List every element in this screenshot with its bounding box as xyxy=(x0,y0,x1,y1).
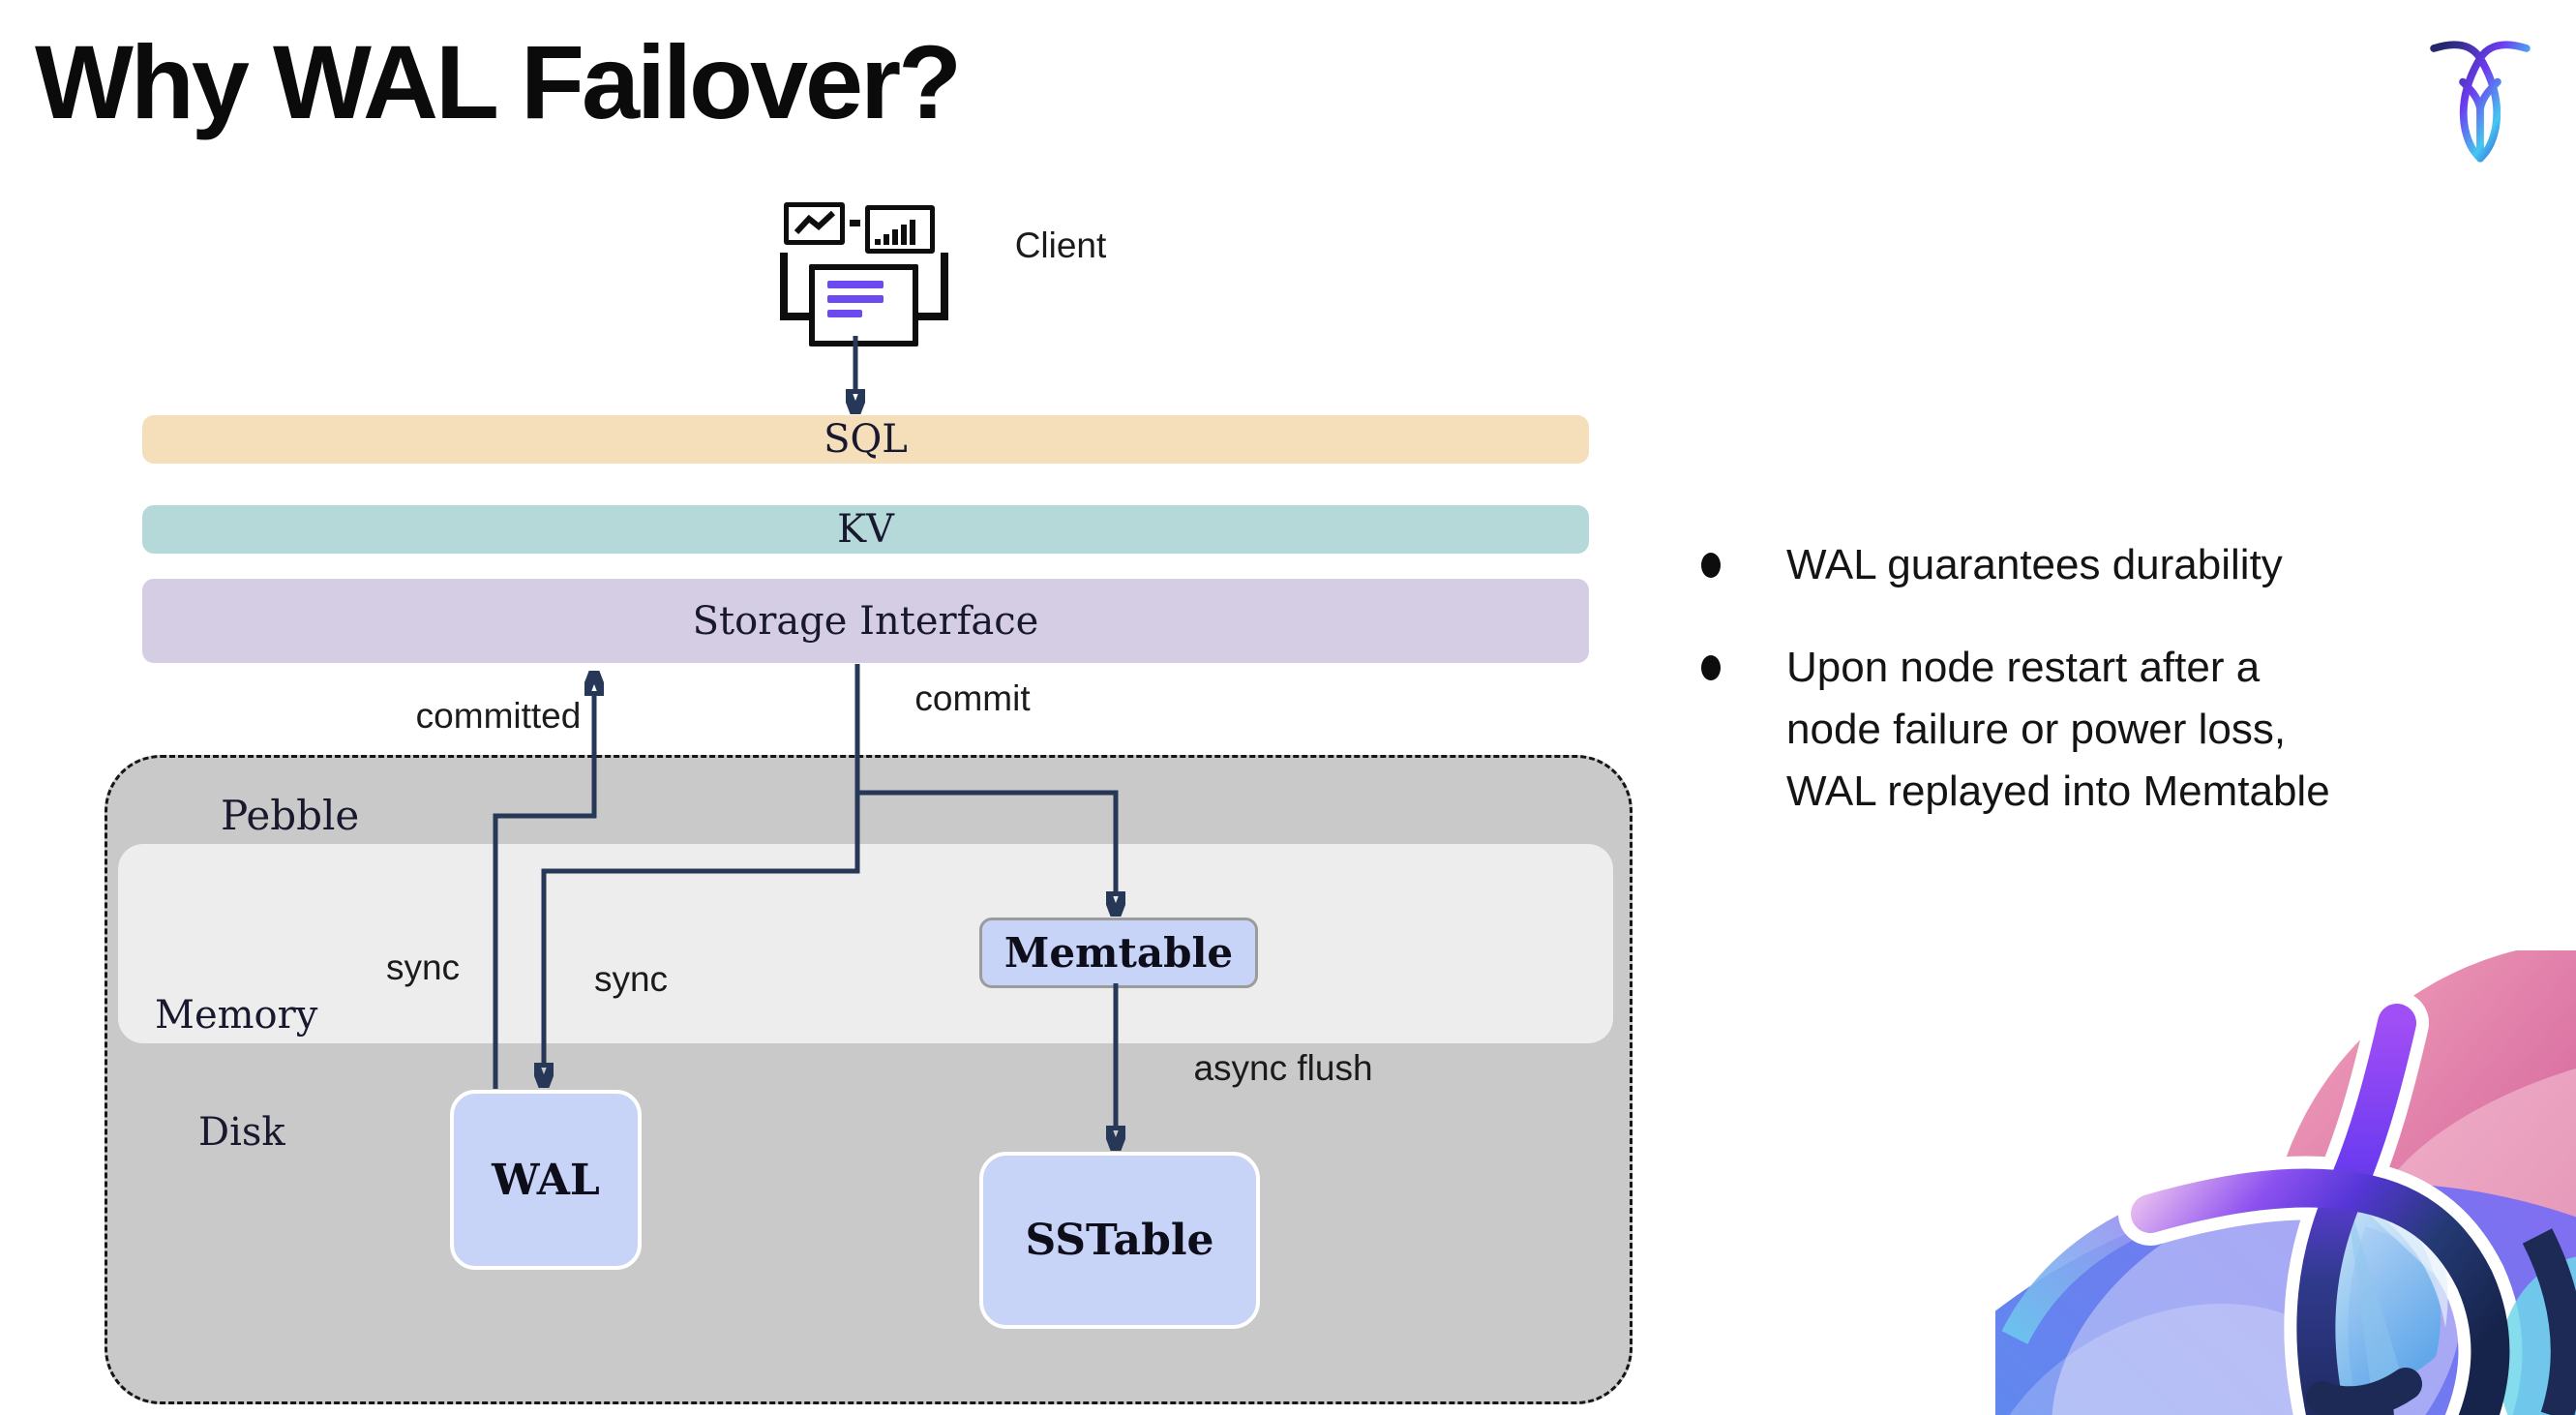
list-item: Upon node restart after a node failure o… xyxy=(1701,637,2572,823)
disk-label: Disk xyxy=(198,1110,285,1155)
committed-edge-label: committed xyxy=(415,696,582,736)
list-item: WAL guarantees durability xyxy=(1701,534,2572,596)
memory-label: Memory xyxy=(155,993,318,1038)
client-icon xyxy=(780,198,948,346)
document-icon xyxy=(809,264,918,346)
layer-kv: KV xyxy=(142,505,1589,554)
cockroachdb-logo-icon xyxy=(2430,41,2531,163)
dash-connector-icon xyxy=(850,220,860,226)
async-flush-label: async flush xyxy=(1193,1048,1373,1088)
layer-storage-interface: Storage Interface xyxy=(142,579,1589,663)
bullet-dot-icon xyxy=(1701,553,1721,578)
sync-group-commit-label: sync xyxy=(385,948,461,987)
layer-kv-label: KV xyxy=(837,507,894,552)
page-title: Why WAL Failover? xyxy=(35,23,962,140)
client-label: Client xyxy=(1014,226,1107,265)
line-chart-monitor-icon xyxy=(784,202,845,245)
sstable-node: SSTable xyxy=(979,1152,1260,1329)
bullet-dot-icon xyxy=(1701,655,1721,680)
bullet-list: WAL guarantees durability Upon node rest… xyxy=(1701,534,2572,863)
bullet-line: node failure or power loss, xyxy=(1786,706,2287,753)
sync-wal-write-label: sync xyxy=(593,959,669,999)
memtable-node: Memtable xyxy=(979,918,1258,988)
brand-corner-art xyxy=(1995,950,2576,1415)
memtable-label: Memtable xyxy=(1003,929,1234,977)
sstable-label: SSTable xyxy=(1025,1216,1214,1265)
commit-edge-label: commit xyxy=(914,678,1031,718)
bullet-line: Upon node restart after a xyxy=(1786,644,2261,691)
bar-chart-monitor-icon xyxy=(865,205,935,254)
wal-node: WAL xyxy=(450,1090,642,1270)
wal-label: WAL xyxy=(492,1155,600,1205)
right-bracket-icon xyxy=(915,253,948,320)
left-bracket-icon xyxy=(780,253,813,320)
layer-storage-label: Storage Interface xyxy=(692,598,1039,644)
memory-band xyxy=(118,844,1613,1043)
layer-sql-label: SQL xyxy=(824,417,908,462)
layer-sql: SQL xyxy=(142,415,1589,464)
bullet-line: WAL guarantees durability xyxy=(1786,541,2283,588)
bullet-line: WAL replayed into Memtable xyxy=(1786,768,2330,815)
pebble-label: Pebble xyxy=(221,792,360,839)
